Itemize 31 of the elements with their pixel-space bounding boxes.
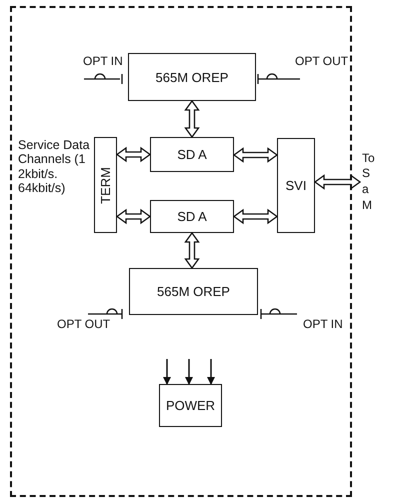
block-label: To S a M: [362, 150, 376, 214]
arrow: [184, 100, 200, 138]
note-text: Service Data Channels (1 2kbit/s. 64kbit/s): [18, 138, 90, 196]
block-label: 565M OREP: [156, 70, 228, 84]
port-label: OPT IN: [303, 318, 343, 332]
block-box: [128, 53, 256, 101]
port-label: OPT OUT: [295, 55, 348, 69]
arrow: [116, 208, 152, 224]
arrow: [232, 208, 278, 224]
block-label: SD A: [177, 147, 207, 162]
arrow: [116, 146, 152, 162]
block-label: POWER: [166, 398, 216, 413]
block-box: [150, 137, 234, 172]
block-box: [277, 138, 315, 233]
dashed-frame: [10, 6, 352, 497]
arrow: [232, 147, 278, 163]
block-box: [159, 384, 222, 427]
block-label: TERM: [98, 166, 113, 204]
arrow: [314, 174, 362, 190]
port-label: OPT IN: [83, 55, 123, 69]
block-label: 565M OREP: [157, 284, 230, 299]
block-box: [129, 268, 258, 315]
arrow: [207, 359, 215, 385]
block-label: SD A: [177, 209, 207, 224]
arrow: [185, 359, 193, 385]
port-label: OPT OUT: [57, 318, 110, 332]
arrow: [184, 232, 200, 270]
block-box: [94, 137, 117, 233]
block-label: SVI: [286, 178, 306, 193]
arrow: [163, 359, 171, 385]
block-box: [150, 200, 234, 233]
